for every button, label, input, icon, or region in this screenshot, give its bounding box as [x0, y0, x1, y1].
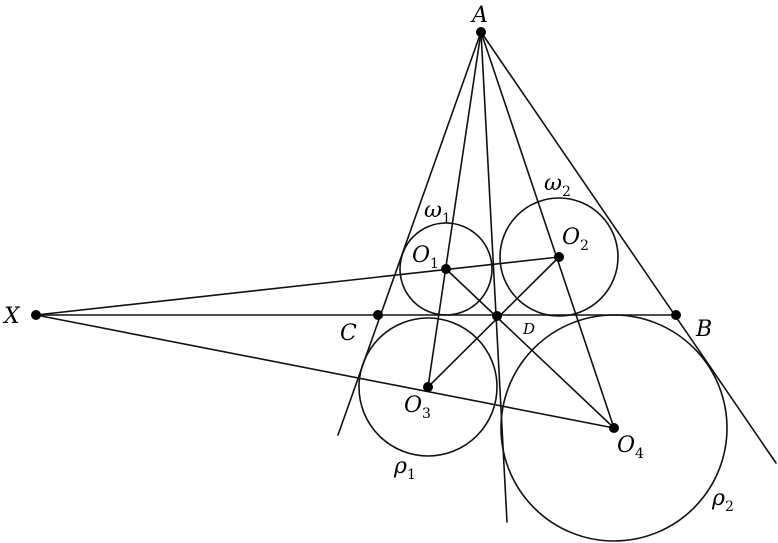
label-rho-2: ρ2 [711, 486, 734, 515]
label-O3: O3 [404, 393, 431, 422]
point-D [492, 311, 502, 321]
label-O2: O2 [562, 225, 589, 254]
line-X-O4 [35, 314, 615, 429]
label-B: B [695, 317, 712, 342]
line-A-D-extended [480, 31, 508, 523]
line-O1-O4 [445, 268, 615, 429]
label-O4: O4 [617, 433, 644, 462]
label-O1: O1 [412, 243, 439, 272]
line-A-O3 [427, 31, 482, 388]
label-rho-1: ρ1 [393, 454, 416, 483]
line-A-O4 [480, 31, 615, 429]
label-omega-1: ω1 [424, 198, 451, 227]
circle-omega-2 [499, 197, 619, 317]
point-C [373, 310, 383, 320]
label-C: C [340, 321, 357, 346]
label-omega-2: ω2 [544, 171, 571, 200]
line-A-B-extended [480, 31, 777, 464]
point-O3 [423, 382, 433, 392]
line-A-C-extended [337, 31, 482, 436]
line-O2-O3 [427, 256, 560, 388]
line-X-O2 [35, 256, 560, 316]
point-O4 [609, 423, 619, 433]
point-O2 [554, 252, 564, 262]
point-A [476, 27, 486, 37]
point-X [31, 310, 41, 320]
point-O1 [441, 264, 451, 274]
label-A: A [470, 3, 488, 28]
label-X: X [2, 304, 21, 329]
circle-rho-1 [358, 317, 498, 457]
label-D: D [522, 320, 535, 338]
point-B [671, 310, 681, 320]
